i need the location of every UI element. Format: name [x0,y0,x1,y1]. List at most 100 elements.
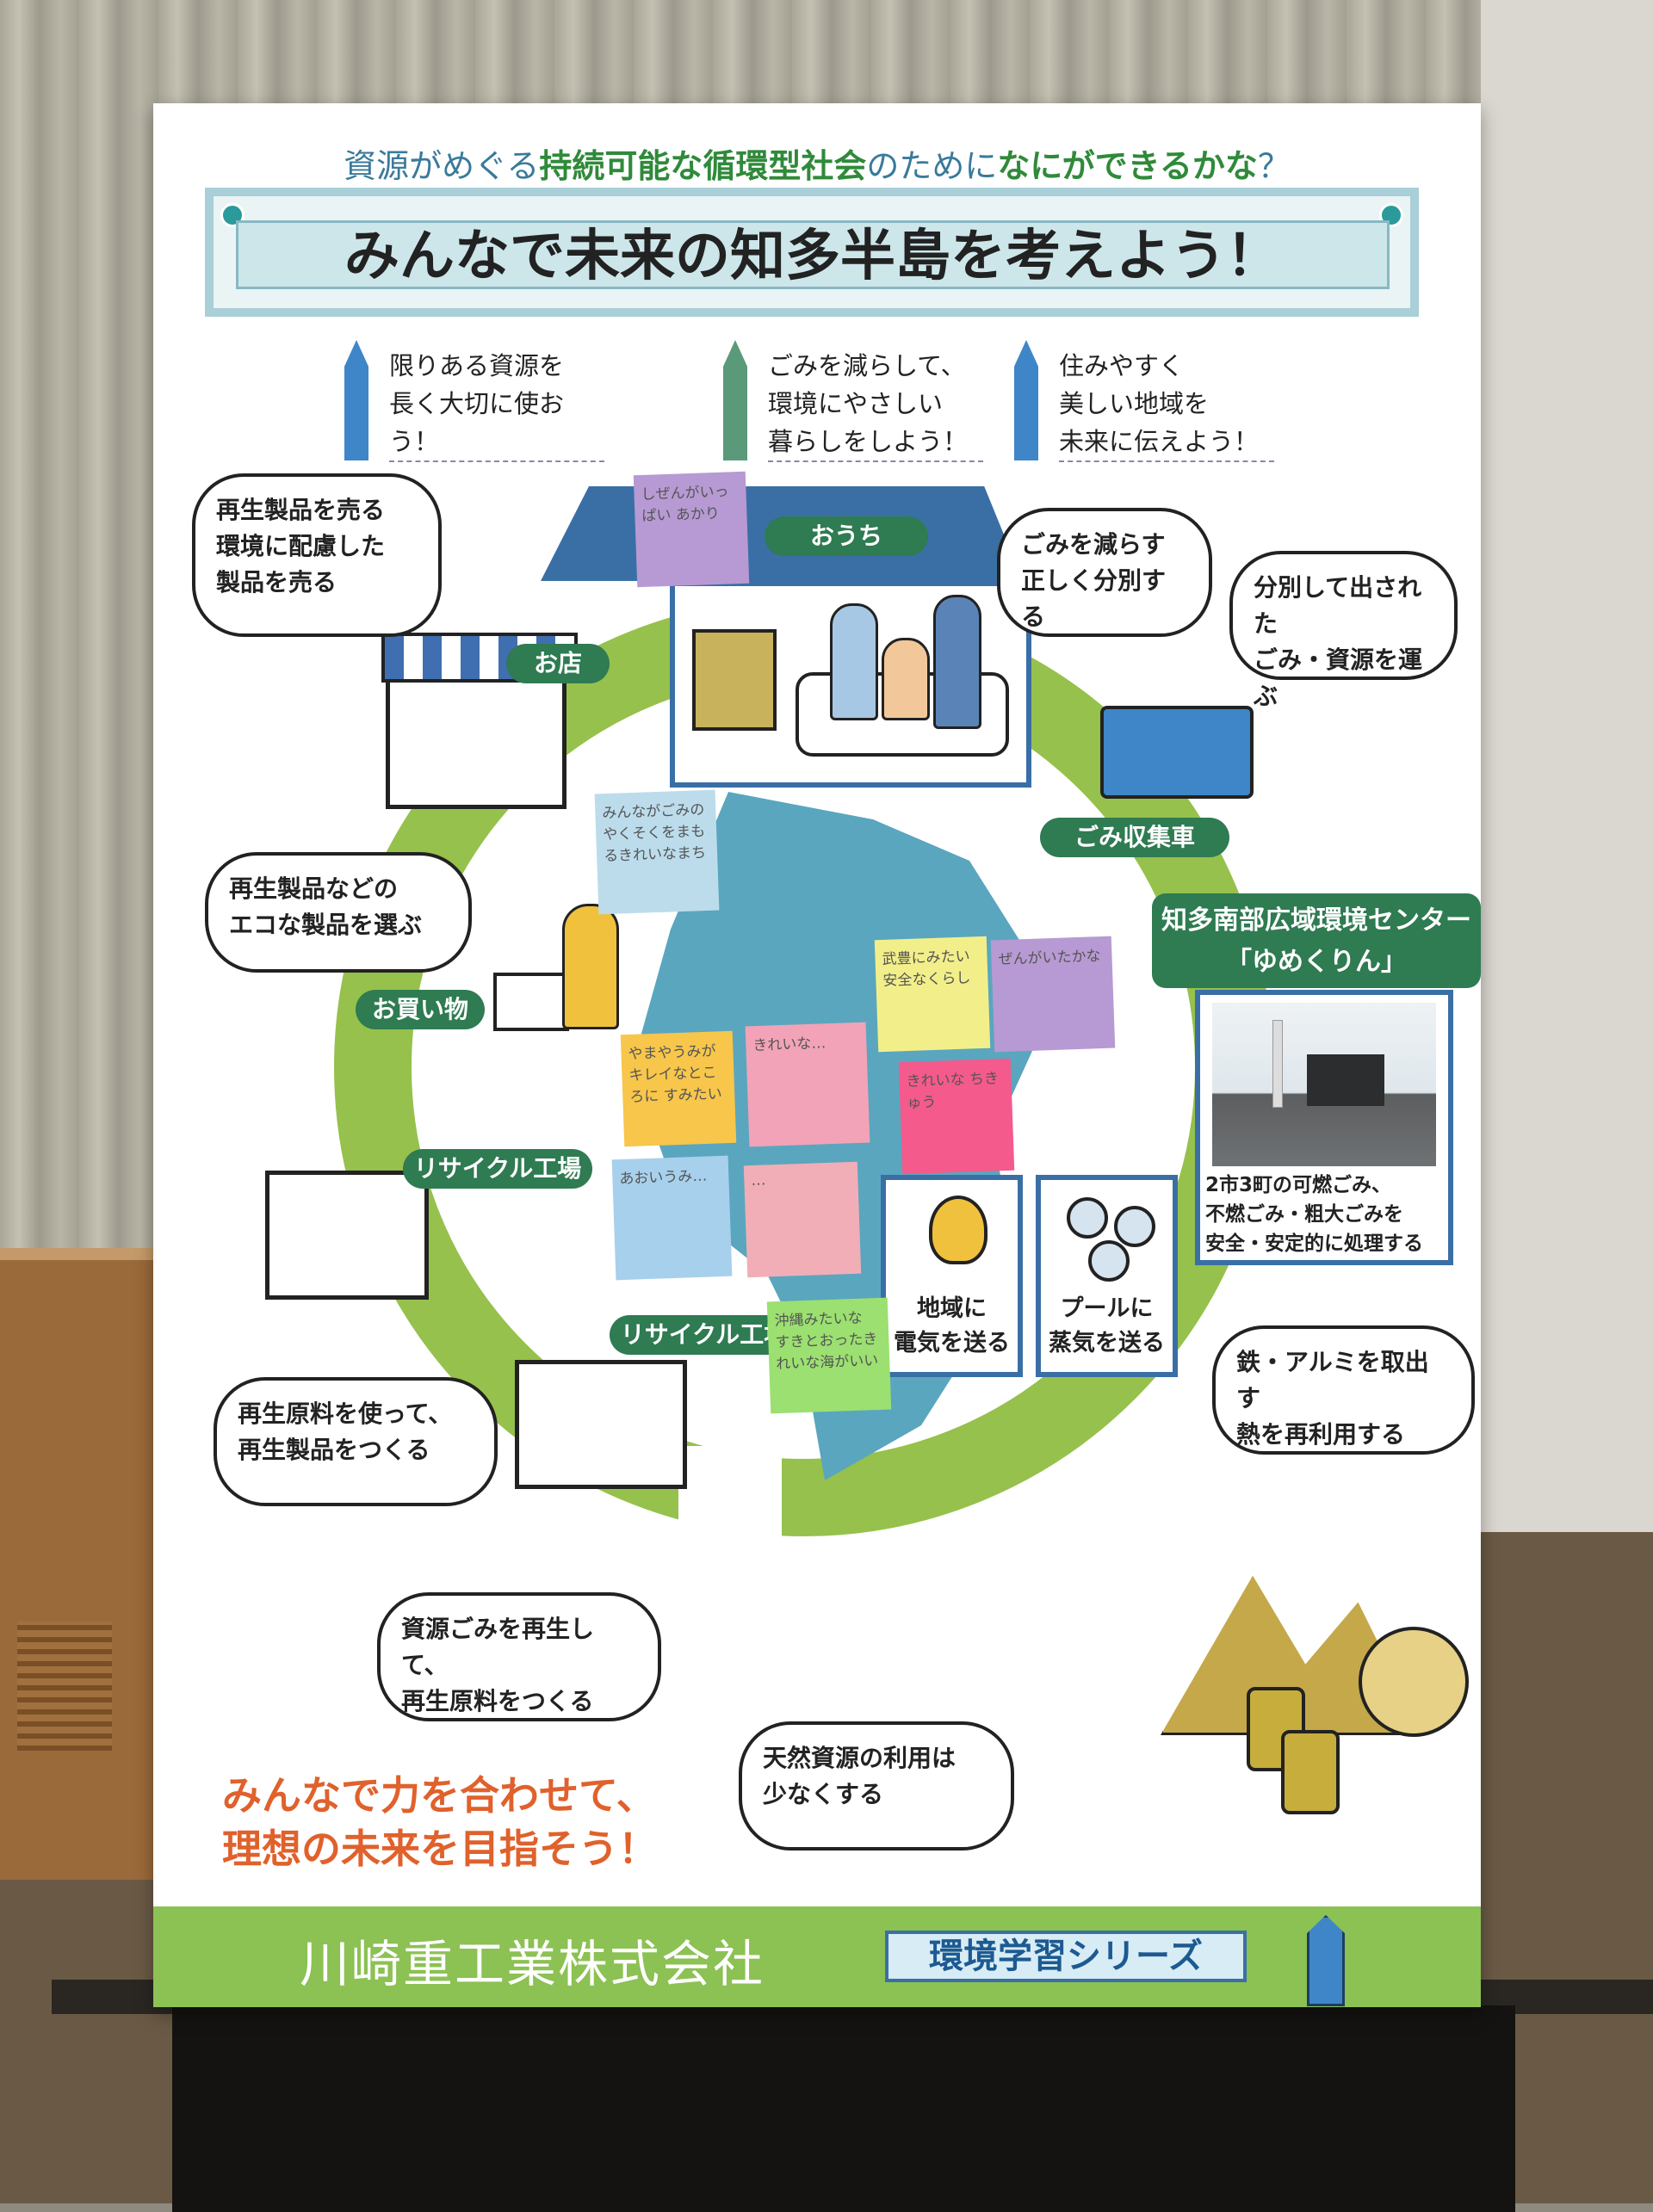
ring-gap [678,1446,782,1549]
steam-icon [1088,1240,1130,1282]
pencil-icon [344,340,368,460]
subtitle-bold: 持続可能な循環型社会 [539,147,867,185]
steam-icon [1067,1197,1108,1239]
pencil-icon [1014,340,1038,460]
goal-text: 住みやすく 美しい地域を 未来に伝えよう！ [1059,347,1274,462]
cloud-line: 鉄・アルミを取出す [1236,1348,1429,1412]
closing-line: みんなで力を合わせて、 [222,1772,656,1819]
center-desc-line: 安全・安定的に処理する [1205,1233,1423,1255]
cloud-line: 再生原料を使って、 [238,1399,453,1428]
goal-line: 住みやすく [1059,351,1185,380]
cloud-line: ごみを減らす [1021,530,1166,559]
sticky-note: きれいな… [745,1022,870,1147]
goal-line: 長く大切に使おう！ [389,389,565,456]
icon-text-line: 蒸気を送る [1049,1330,1165,1356]
title-banner: みんなで未来の知多半島を考えよう！ [205,188,1419,317]
steam-box: プールに 蒸気を送る [1036,1175,1178,1377]
goal-text: ごみを減らして、 環境にやさしい 暮らしをしよう！ [768,347,983,462]
steam-text: プールに 蒸気を送る [1041,1292,1173,1361]
cloud-line: 少なくする [763,1780,884,1808]
sticky-note-text: きれいな ちきゅう [906,1070,1000,1112]
subtitle-bold: なにができるかな [997,147,1258,185]
garbage-truck-icon [1100,706,1254,799]
factory-icon [515,1360,687,1489]
cloud-line: 再生製品を売る [216,496,386,524]
cloud-line: 資源ごみを再生して、 [401,1615,595,1679]
label-garbage-truck: ごみ収集車 [1040,818,1229,857]
sticky-note: ぜんがいたかな [990,936,1116,1053]
poster-subtitle: 資源がめぐる持続可能な循環型社会のためになにができるかな？ [153,139,1481,187]
sticky-note-text: ぜんがいたかな [998,948,1101,969]
cloud-line: ごみ・資源を運ぶ [1254,646,1423,710]
cloud-line: エコな製品を選ぶ [229,911,423,939]
goal-line: 限りある資源を [389,351,565,380]
sticky-note-text: みんながごみのやくそくをまもるきれいなまち [602,801,707,866]
sticky-note: 沖縄みたいな すきとおったきれいな海がいい [766,1297,892,1414]
child-icon [882,638,930,720]
pencil-icon [723,340,747,460]
cloud-line: 正しく分別する [1021,566,1167,631]
center-name-line: 「ゆめくりん」 [1226,947,1407,977]
sticky-note-text: やまやうみが キレイなところに すみたい [628,1042,723,1106]
cloud-line: 熱を再利用する [1236,1420,1406,1449]
sticky-note: やまやうみが キレイなところに すみたい [620,1030,737,1147]
cloud-line: 天然資源の利用は [763,1744,957,1772]
steam-icon [1114,1206,1155,1247]
cloud-line: 再生原料をつくる [401,1687,594,1715]
closing-message: みんなで力を合わせて、 理想の未来を目指そう！ [222,1769,658,1875]
footer: 川崎重工業株式会社 環境学習シリーズ [153,1906,1481,2007]
goal-1: 限りある資源を 長く大切に使おう！ [344,340,620,469]
label-home: おうち [765,516,928,556]
cloud-line: 製品を売る [216,568,337,596]
wall [1481,0,1653,1635]
thought-cloud-choose-eco: 再生製品などの エコな製品を選ぶ [205,852,472,973]
sticky-note-text: あおいうみ… [619,1167,708,1189]
poster-board: 資源がめぐる持続可能な循環型社会のためになにができるかな？ みんなで未来の知多半… [153,103,1481,2007]
goal-2: ごみを減らして、 環境にやさしい 暮らしをしよう！ [723,340,999,469]
center-name-line: 知多南部広域環境センター [1161,905,1471,936]
sticky-note: きれいな ちきゅう [898,1058,1015,1175]
cloud-line: 再生製品などの [229,874,399,903]
house-panel [670,581,1031,788]
sticky-note-text: きれいな… [752,1035,826,1055]
subtitle-part: のために [866,147,998,185]
thought-cloud-recycle-waste: 資源ごみを再生して、 再生原料をつくる [377,1592,661,1721]
goal-line: 環境にやさしい [768,389,944,418]
shopper-icon [562,904,619,1029]
series-badge: 環境学習シリーズ [885,1931,1247,1982]
cloud-line: 環境に配慮した [216,532,386,560]
icon-text-line: 地域に [917,1295,987,1322]
sticky-note: しぜんがいっぱい あかり [633,471,750,588]
sticky-note: みんながごみのやくそくをまもるきれいなまち [594,789,720,915]
person-icon [933,595,981,729]
oil-drum-icon [1281,1730,1340,1814]
sticky-note-text: しぜんがいっぱい あかり [641,483,729,525]
cloud-line: 再生製品をつくる [238,1436,430,1464]
electricity-box: 地域に 電気を送る [881,1175,1023,1377]
closing-line: 理想の未来を目指そう！ [222,1826,658,1872]
thought-cloud-use-materials: 再生原料を使って、 再生製品をつくる [214,1377,498,1506]
label-recycle-factory-1: リサイクル工場 [403,1149,592,1189]
sticky-note-text: 沖縄みたいな すきとおったきれいな海がいい [774,1309,879,1374]
electricity-text: 地域に 電気を送る [886,1292,1018,1361]
subtitle-part: ？ [1257,147,1291,185]
page-title: みんなで未来の知多半島を考えよう！ [236,220,1390,289]
sticky-note-text: 武豊にみたい 安全なくらし [882,948,971,990]
goal-line: 暮らしをしよう！ [768,427,969,456]
factory-icon [265,1171,429,1300]
thought-cloud-natural-resources: 天然資源の利用は 少なくする [739,1721,1014,1851]
subtitle-part: 資源がめぐる [344,147,540,185]
trash-bin-icon [692,629,777,731]
chimney [1272,1020,1283,1108]
thought-cloud-sell-recycled: 再生製品を売る 環境に配慮した 製品を売る [192,473,442,637]
shopping-cart-icon [493,973,569,1031]
goal-3: 住みやすく 美しい地域を 未来に伝えよう！ [1014,340,1290,469]
label-shopping: お買い物 [356,990,485,1029]
person-icon [830,603,878,720]
icon-text-line: プールに [1060,1295,1154,1322]
sticky-note: 武豊にみたい 安全なくらし [874,936,991,1053]
shop-icon [381,633,578,809]
tree-icon [1359,1627,1469,1737]
company-name: 川崎重工業株式会社 [300,1935,765,1993]
easel-base [172,2005,1515,2212]
